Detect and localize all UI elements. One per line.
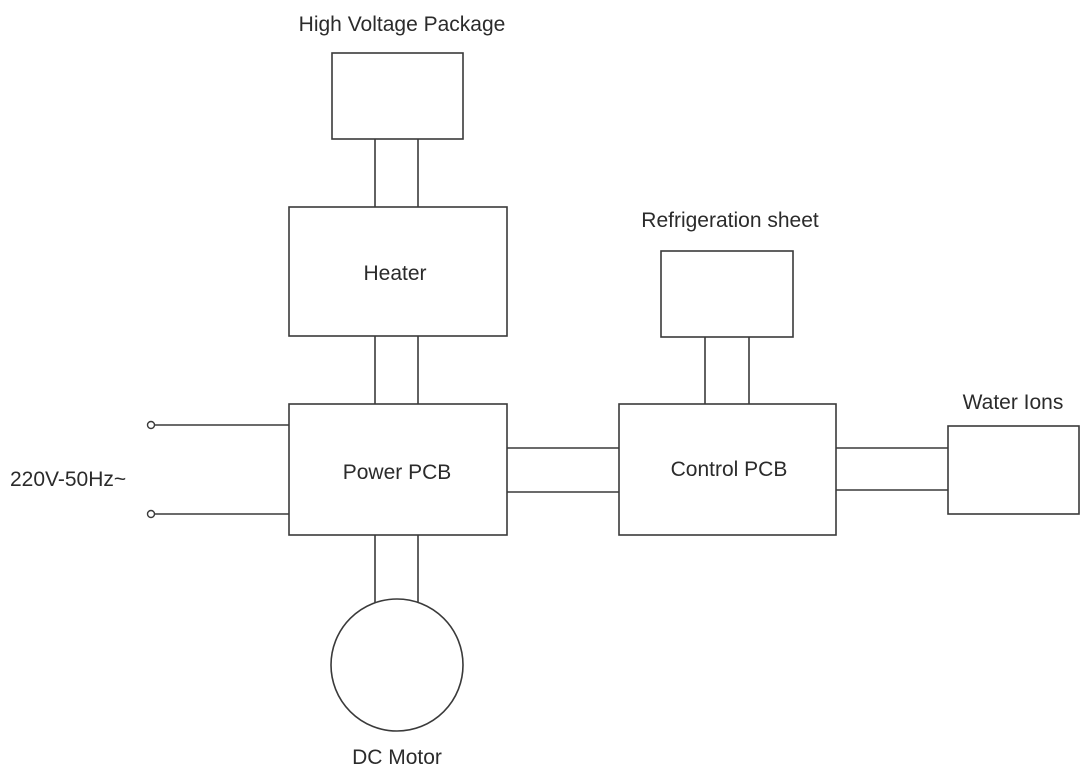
power-terminal-top [146,420,156,430]
power-motor-connector [374,535,419,605]
heater-block [288,206,508,337]
high-voltage-package-block [331,52,464,140]
power-control-connector [507,447,619,493]
control-waterions-connector [836,447,948,491]
water-ions-label: Water Ions [963,391,1064,414]
control-pcb-label: Control PCB [671,458,788,481]
dc-motor-label: DC Motor [352,746,442,769]
refrigeration-sheet-block [660,250,794,338]
heater-label: Heater [363,262,426,285]
water-ions-block [947,425,1080,515]
refrigeration-control-connector [704,337,750,404]
power-input-label: 220V-50Hz~ [10,468,126,491]
hv-heater-connector [374,139,419,207]
control-pcb-block [618,403,837,536]
power-pcb-block [288,403,508,536]
dc-motor-circle [330,598,464,732]
power-input-wires [154,424,289,515]
power-pcb-label: Power PCB [343,461,452,484]
high-voltage-package-label: High Voltage Package [299,13,506,36]
power-terminal-bottom [146,509,156,519]
refrigeration-sheet-label: Refrigeration sheet [641,209,819,232]
heater-power-connector [374,336,419,404]
